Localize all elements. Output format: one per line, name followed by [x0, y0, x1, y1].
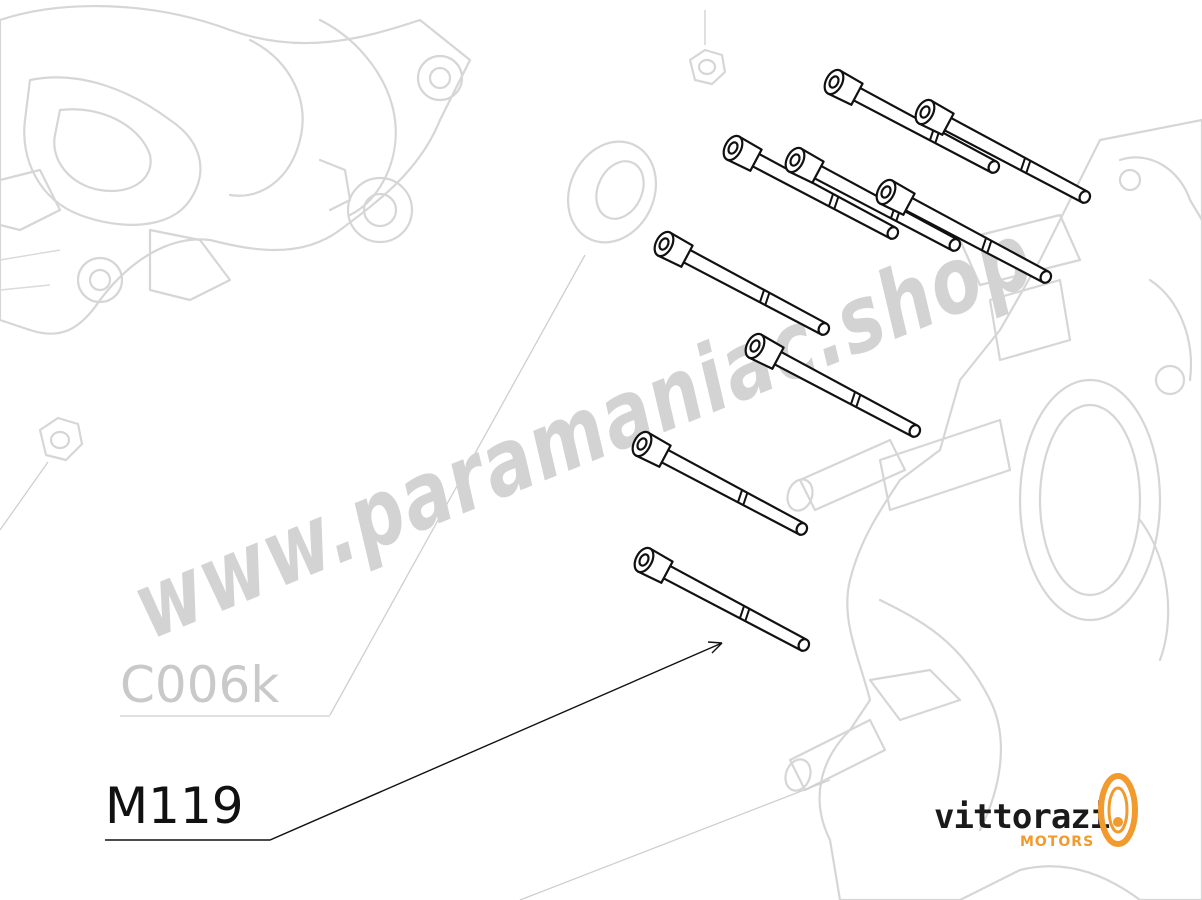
ghost-nut-top [688, 10, 727, 86]
bolt-2 [910, 95, 1097, 212]
brand-subtitle: MOTORS [1020, 834, 1094, 850]
bolt-9 [629, 543, 816, 660]
brand-emblem-icon [1098, 773, 1138, 847]
bolt-4 [780, 143, 967, 260]
brand-name: vittorazi [934, 797, 1110, 837]
ghost-engine-case-left [0, 4, 472, 335]
part-label-c006k: C006k [120, 656, 279, 714]
brand-logo: vittorazi MOTORS [934, 773, 1138, 850]
ghost-oil-seal [329, 140, 658, 716]
callout-m119: M119 [105, 641, 723, 841]
ghost-nut-left [0, 416, 84, 531]
bolt-3 [718, 131, 905, 248]
part-label-m119: M119 [105, 777, 244, 835]
bolt-8 [627, 427, 814, 544]
bolt-1 [819, 65, 1006, 182]
ghost-engine-case-right [519, 118, 1202, 900]
callout-c006k: C006k [120, 656, 330, 717]
